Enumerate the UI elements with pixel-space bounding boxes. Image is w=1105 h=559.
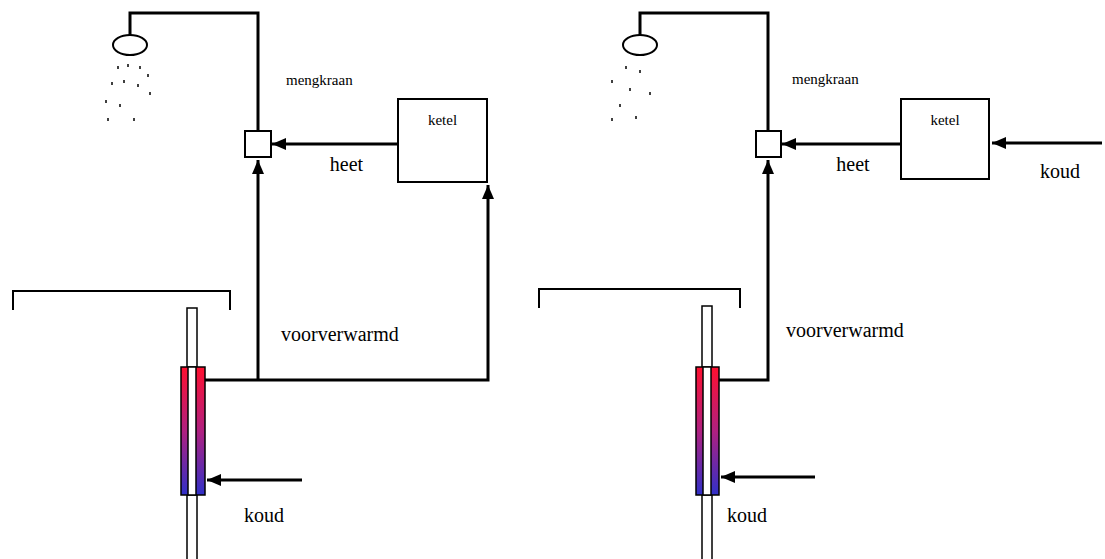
edge-label-holder: heet — [330, 153, 363, 175]
drain-pipe — [187, 308, 197, 559]
drawing-part — [147, 74, 149, 77]
drawing-part — [105, 100, 107, 103]
preheated-branch — [257, 160, 260, 380]
cold-inlet-arrow — [207, 479, 302, 482]
valve-label: mengkraan — [792, 71, 859, 88]
drawing-part — [123, 80, 125, 83]
boiler-box: ketel — [900, 98, 990, 180]
shower-head — [113, 35, 147, 55]
shower-tray — [539, 289, 740, 308]
label-holder: voorverwarmd — [786, 319, 904, 341]
edge-label-holder: heet — [836, 153, 869, 175]
drain-pipe-core — [703, 367, 711, 495]
heat-exchanger — [696, 367, 719, 495]
drawing-part — [629, 88, 631, 91]
drawing-part — [111, 82, 113, 85]
water-drops — [106, 64, 150, 121]
shower-head — [623, 35, 657, 55]
label-holder: koud — [1040, 160, 1080, 182]
connectors — [272, 144, 900, 145]
valve-label-holder: mengkraan — [792, 71, 859, 88]
drawing-part — [611, 118, 613, 121]
drawing-part — [149, 92, 151, 95]
preheated-pipe — [205, 185, 488, 380]
drawing-part — [127, 64, 129, 67]
pipe-label: koud — [727, 504, 767, 526]
drain-pipe-core — [188, 367, 196, 495]
drawing-part — [611, 80, 613, 83]
shower-tray — [13, 291, 230, 310]
valve-label-holder: mengkraan — [286, 72, 353, 89]
drain-pipe — [702, 306, 712, 559]
mixing-valve: mengkraan — [755, 130, 782, 158]
illustration — [13, 13, 1102, 559]
pipe-label: koud — [1040, 160, 1080, 182]
hot-water-pipe — [272, 143, 397, 146]
drawing-part — [639, 70, 641, 73]
label-holder: koud — [244, 504, 284, 526]
shower-pipe — [130, 13, 258, 130]
boiler-label: ketel — [902, 100, 988, 129]
drawing-part — [133, 118, 135, 121]
boiler-label: ketel — [399, 100, 486, 129]
boiler-box: ketel — [397, 98, 488, 183]
drawing-part — [107, 118, 109, 121]
valve-label: mengkraan — [286, 72, 353, 89]
edge-label: heet — [836, 153, 869, 175]
drawing-part — [625, 66, 627, 69]
drawing-part — [119, 104, 121, 107]
pipe-label: voorverwarmd — [281, 323, 399, 345]
edge-label: heet — [330, 153, 363, 175]
preheated-pipe — [719, 160, 768, 380]
cold-inlet-arrow — [992, 142, 1102, 145]
water-drops — [612, 66, 650, 121]
cold-inlet-arrow — [721, 476, 815, 479]
mixing-valve: mengkraan — [244, 130, 272, 158]
drawing-part — [117, 66, 119, 69]
pipe-label: voorverwarmd — [786, 319, 904, 341]
label-holder: voorverwarmd — [281, 323, 399, 345]
hot-water-pipe — [782, 143, 900, 146]
shower-pipe — [640, 13, 768, 130]
drawing-part — [137, 84, 139, 87]
drawing-part — [649, 92, 651, 95]
drawing-part — [619, 104, 621, 107]
drawing-part — [139, 66, 141, 69]
heat-exchanger — [181, 367, 205, 495]
label-holder: koud — [727, 504, 767, 526]
pipe-label: koud — [244, 504, 284, 526]
drawing-part — [635, 116, 637, 119]
